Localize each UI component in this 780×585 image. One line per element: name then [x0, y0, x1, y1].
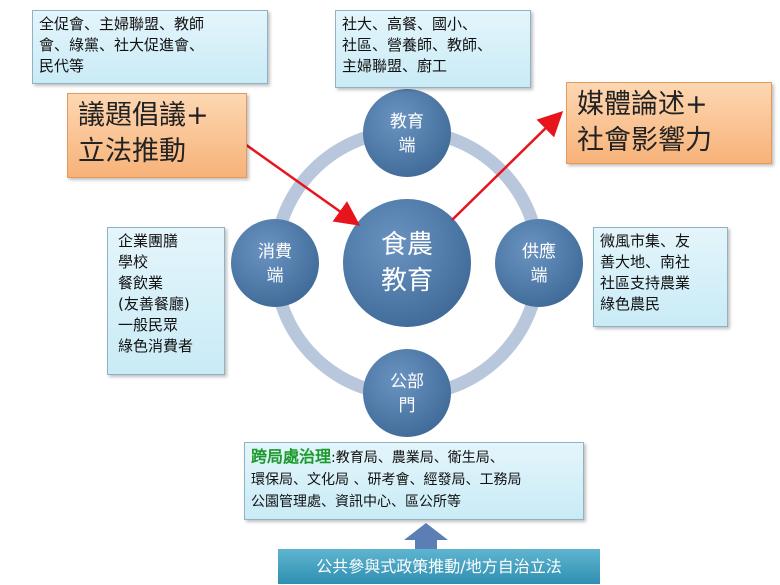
box-top-left-line-1: 全促會、主婦聯盟、教師 — [39, 15, 205, 33]
box-bottom-line-1-text: :教育局、農業局、衛生局、 — [331, 450, 504, 466]
node-right-label-line-1: 供應 — [522, 242, 556, 262]
box-top-center: 社大、高餐、國小、 社區、營養師、教師、 主婦聯盟、廚工 — [335, 10, 531, 88]
box-right-mid-line-1: 微風市集、友 — [600, 232, 691, 250]
box-left-mid-line-3: 餐飲業 — [118, 274, 164, 292]
box-top-left-line-2: 會、綠黨、社大促進會、 — [39, 36, 205, 54]
box-bottom: 跨局處治理:教育局、農業局、衛生局、 環保局、文化局 、研考會、經發局、工務局 … — [244, 442, 584, 520]
advocacy-line-1: 議題倡議+ — [78, 100, 209, 131]
center-label-line-1: 食農 — [380, 230, 433, 260]
box-left-mid-line-2: 學校 — [118, 253, 149, 271]
center-node — [343, 199, 471, 327]
box-bottom-line-3: 公園管理處、資訊中心、區公所等 — [251, 494, 461, 510]
box-left-mid-line-6: 綠色消費者 — [118, 337, 194, 355]
box-top-center-line-1: 社大、高餐、國小、 — [342, 15, 478, 33]
box-right-mid-line-3: 社區支持農業 — [600, 274, 691, 292]
node-left-label-line-2: 端 — [266, 266, 284, 286]
box-left-mid: 企業團膳 學校 餐飲業 (友善餐廳) 一般民眾 綠色消費者 — [107, 227, 225, 375]
box-left-mid-line-1: 企業團膳 — [118, 232, 179, 250]
center-label: 食農 教育 — [357, 227, 457, 299]
node-left-label-line-1: 消費 — [258, 242, 292, 262]
box-right-mid-line-4: 綠色農民 — [600, 295, 661, 313]
box-top-center-line-2: 社區、營養師、教師、 — [342, 36, 493, 54]
media-line-2: 社會影響力 — [577, 125, 712, 156]
box-top-center-line-3: 主婦聯盟、廚工 — [342, 57, 448, 75]
node-top-label-line-2: 端 — [398, 136, 416, 156]
node-bottom-label-line-1: 公部 — [390, 372, 424, 392]
box-bottom-line-1: 跨局處治理:教育局、農業局、衛生局、 — [251, 446, 577, 469]
media-box: 媒體論述+ 社會影響力 — [566, 82, 772, 164]
node-right-label-line-2: 端 — [530, 266, 548, 286]
media-line-1: 媒體論述+ — [577, 89, 708, 120]
box-right-mid: 微風市集、友 善大地、南社 社區支持農業 綠色農民 — [593, 227, 728, 327]
node-bottom-label: 公部 門 — [367, 370, 447, 418]
footer-policy-label: 公共參與式政策推動/地方自治立法 — [316, 557, 562, 576]
footer-policy-box: 公共參與式政策推動/地方自治立法 — [278, 549, 600, 584]
node-top — [363, 89, 451, 177]
advocacy-line-2: 立法推動 — [78, 136, 186, 167]
advocacy-box: 議題倡議+ 立法推動 — [67, 93, 247, 178]
center-label-line-2: 教育 — [380, 266, 433, 296]
box-bottom-line-2: 環保局、文化局 、研考會、經發局、工務局 — [251, 472, 522, 488]
node-right — [495, 219, 583, 307]
node-left-label: 消費 端 — [235, 240, 315, 288]
node-right-label: 供應 端 — [499, 240, 579, 288]
box-top-left-line-3: 民代等 — [39, 57, 85, 75]
node-left — [231, 219, 319, 307]
advocacy-arrow — [241, 140, 361, 226]
box-left-mid-line-4: (友善餐廳) — [118, 295, 190, 313]
box-left-mid-line-5: 一般民眾 — [118, 316, 179, 334]
media-arrow — [451, 110, 564, 221]
box-right-mid-line-2: 善大地、南社 — [600, 253, 691, 271]
up-arrow — [404, 523, 448, 553]
node-top-label-line-1: 教育 — [390, 112, 424, 132]
node-top-label: 教育 端 — [367, 110, 447, 158]
box-top-left: 全促會、主婦聯盟、教師 會、綠黨、社大促進會、 民代等 — [32, 10, 268, 84]
cross-agency-governance-label: 跨局處治理 — [251, 447, 332, 466]
node-bottom — [363, 349, 451, 437]
node-bottom-label-line-2: 門 — [398, 396, 416, 416]
